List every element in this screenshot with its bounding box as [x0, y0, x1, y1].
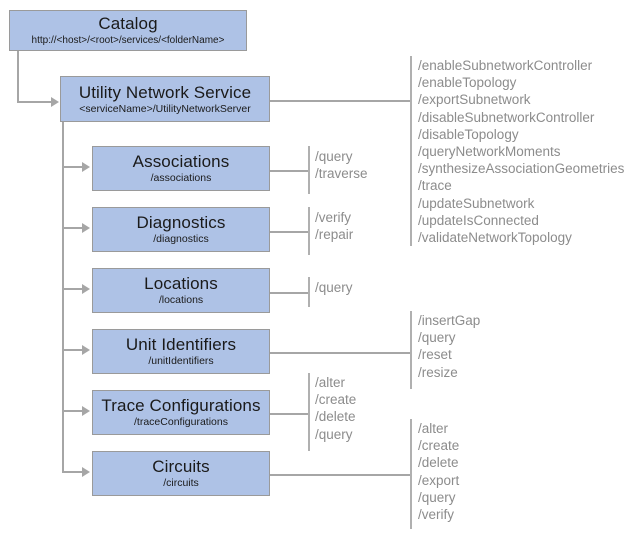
connector-service-spine	[62, 122, 64, 473]
node-associations[interactable]: Associations /associations	[92, 146, 270, 191]
connector-catalog-to-service-vertical	[17, 50, 19, 102]
node-associations-title: Associations	[132, 152, 230, 171]
operation-item: /disableSubnetworkController	[418, 109, 595, 125]
connector-trace-configurations-to-ops	[270, 413, 308, 415]
connector-service-to-ops	[270, 100, 410, 102]
node-locations-title: Locations	[144, 274, 218, 293]
connector-locations-to-ops	[270, 292, 308, 294]
node-circuits[interactable]: Circuits /circuits	[92, 451, 270, 496]
connector-catalog-to-service-horizontal	[17, 101, 51, 103]
arrow-branch-diagnostics	[82, 223, 90, 233]
connector-branch-circuits	[62, 471, 82, 473]
operation-item: /delete	[315, 409, 356, 425]
node-unit-identifiers-title: Unit Identifiers	[125, 335, 237, 354]
connector-diagnostics-to-ops	[270, 231, 308, 233]
node-utility-network-service-subtitle: <serviceName>/UtilityNetworkServer	[79, 102, 251, 115]
node-diagnostics-title: Diagnostics	[136, 213, 226, 232]
operation-item: /enableTopology	[418, 75, 517, 91]
arrow-branch-locations	[82, 284, 90, 294]
connector-branch-associations	[62, 166, 82, 168]
operation-item: /enableSubnetworkController	[418, 58, 593, 73]
ops-list-diagnostics: /verify/repair	[315, 209, 353, 243]
operation-item: /validateNetworkTopology	[418, 230, 572, 246]
node-locations[interactable]: Locations /locations	[92, 268, 270, 313]
connector-branch-diagnostics	[62, 227, 82, 229]
arrow-branch-unit-identifiers	[82, 345, 90, 355]
separator-circuits-ops	[410, 419, 412, 529]
operation-item: /create	[315, 392, 357, 408]
separator-diagnostics-ops	[308, 207, 310, 255]
operation-item: /query	[418, 489, 456, 505]
connector-associations-to-ops	[270, 170, 308, 172]
operation-item: /queryNetworkMoments	[418, 144, 561, 160]
node-catalog[interactable]: Catalog http://<host>/<root>/services/<f…	[9, 10, 247, 51]
node-trace-configurations[interactable]: Trace Configurations /traceConfiguration…	[92, 390, 270, 435]
operation-item: /query	[315, 280, 353, 295]
node-utility-network-service-title: Utility Network Service	[78, 82, 252, 102]
operation-item: /exportSubnetwork	[418, 92, 531, 108]
operation-item: /verify	[315, 210, 352, 225]
operation-item: /trace	[418, 178, 452, 194]
connector-circuits-to-ops	[270, 474, 410, 476]
node-unit-identifiers-subtitle: /unitIdentifiers	[148, 355, 214, 367]
separator-associations-ops	[308, 146, 310, 194]
operation-item: /traverse	[315, 166, 368, 182]
node-trace-configurations-title: Trace Configurations	[101, 396, 261, 415]
node-catalog-subtitle: http://<host>/<root>/services/<folderNam…	[31, 35, 225, 46]
ops-list-locations: /query	[315, 279, 353, 296]
node-diagnostics[interactable]: Diagnostics /diagnostics	[92, 207, 270, 252]
operation-item: /updateIsConnected	[418, 212, 539, 228]
arrow-branch-circuits	[82, 467, 90, 477]
operation-item: /resize	[418, 364, 458, 380]
ops-list-trace-configurations: /alter/create/delete/query	[315, 374, 356, 443]
operation-item: /repair	[315, 227, 354, 243]
node-associations-subtitle: /associations	[150, 172, 212, 184]
operation-item: /disableTopology	[418, 126, 519, 142]
operation-item: /query	[315, 426, 353, 442]
node-utility-network-service[interactable]: Utility Network Service <serviceName>/Ut…	[60, 76, 270, 122]
arrow-branch-trace-configurations	[82, 406, 90, 416]
ops-list-circuits: /alter/create/delete/export/query/verify	[418, 420, 459, 523]
operation-item: /reset	[418, 347, 452, 363]
operation-item: /synthesizeAssociationGeometries	[418, 161, 625, 177]
ops-list-associations: /query/traverse	[315, 148, 368, 182]
connector-branch-locations	[62, 288, 82, 290]
connector-branch-unit-identifiers	[62, 349, 82, 351]
operation-item: /export	[418, 472, 460, 488]
ops-list-unit-identifiers: /insertGap/query/reset/resize	[418, 312, 480, 381]
operation-item: /alter	[315, 375, 346, 390]
separator-service-ops	[410, 56, 412, 246]
node-locations-subtitle: /locations	[158, 294, 204, 306]
node-circuits-subtitle: /circuits	[163, 477, 199, 489]
node-circuits-title: Circuits	[152, 457, 210, 476]
operation-item: /query	[315, 149, 353, 164]
node-trace-configurations-subtitle: /traceConfigurations	[134, 416, 228, 428]
operation-item: /alter	[418, 421, 449, 436]
operation-item: /create	[418, 438, 460, 454]
node-unit-identifiers[interactable]: Unit Identifiers /unitIdentifiers	[92, 329, 270, 374]
operation-item: /updateSubnetwork	[418, 195, 535, 211]
node-diagnostics-subtitle: /diagnostics	[153, 233, 209, 245]
separator-unit-identifiers-ops	[410, 311, 412, 389]
operation-item: /insertGap	[418, 313, 481, 328]
connector-branch-trace-configurations	[62, 410, 82, 412]
separator-trace-configurations-ops	[308, 373, 310, 451]
arrow-branch-associations	[82, 162, 90, 172]
operation-item: /delete	[418, 455, 459, 471]
operation-item: /query	[418, 330, 456, 346]
connector-unit-identifiers-to-ops	[270, 352, 410, 354]
node-catalog-title: Catalog	[98, 14, 158, 33]
operation-item: /verify	[418, 507, 455, 523]
arrow-catalog-to-service	[51, 97, 59, 107]
separator-locations-ops	[308, 277, 310, 307]
ops-list-utility-network-service: /enableSubnetworkController/enableTopolo…	[418, 57, 624, 246]
